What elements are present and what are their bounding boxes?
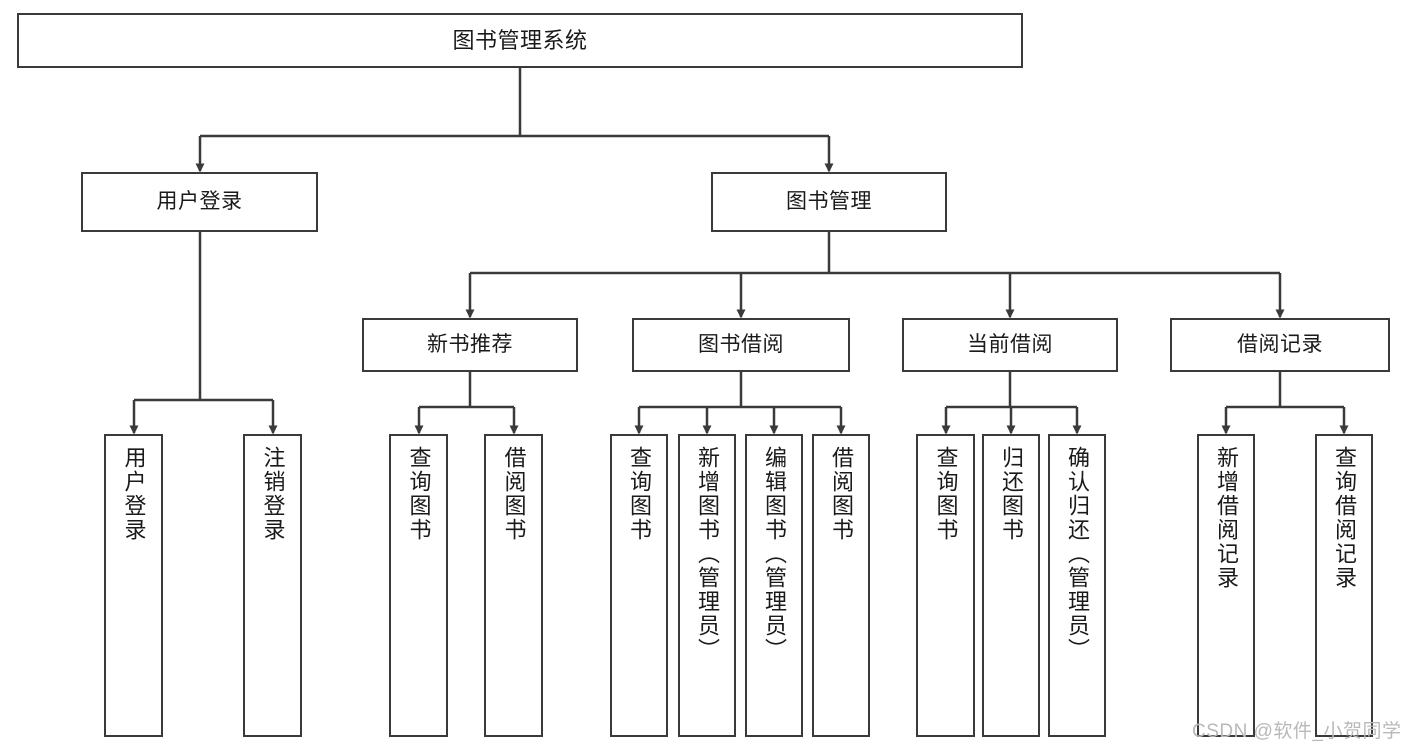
node-user-login[interactable]: 用户登录 [81, 172, 318, 232]
node-label-leaf-return-book: 归还图书 [998, 446, 1024, 542]
node-label-leaf-user-login: 用户登录 [121, 446, 147, 542]
node-label-leaf-query-book-3: 查询图书 [933, 446, 959, 542]
node-label-leaf-confirm-return: 确认归还（管理员） [1064, 446, 1090, 662]
node-leaf-query-book-1[interactable]: 查询图书 [389, 434, 448, 737]
node-label-book-borrow: 图书借阅 [698, 333, 784, 357]
node-label-user-login: 用户登录 [156, 190, 243, 214]
node-borrow-record[interactable]: 借阅记录 [1170, 318, 1390, 372]
node-label-book-manage: 图书管理 [786, 190, 872, 214]
node-label-current-borrow: 当前借阅 [967, 333, 1053, 357]
edge-layer [129, 68, 1349, 435]
node-leaf-borrow-book-1[interactable]: 借阅图书 [484, 434, 543, 737]
node-new-book-recommend[interactable]: 新书推荐 [362, 318, 578, 372]
node-leaf-return-book[interactable]: 归还图书 [982, 434, 1040, 737]
node-label-leaf-query-book-1: 查询图书 [406, 446, 432, 542]
node-label-borrow-record: 借阅记录 [1237, 333, 1323, 357]
node-label-leaf-query-book-2: 查询图书 [626, 446, 652, 542]
node-label-new-book-recommend: 新书推荐 [427, 333, 513, 357]
node-leaf-add-record[interactable]: 新增借阅记录 [1197, 434, 1255, 737]
node-current-borrow[interactable]: 当前借阅 [902, 318, 1118, 372]
node-leaf-query-book-3[interactable]: 查询图书 [916, 434, 975, 737]
node-leaf-query-record[interactable]: 查询借阅记录 [1315, 434, 1373, 737]
node-label-leaf-borrow-book-1: 借阅图书 [501, 446, 527, 542]
node-leaf-user-login[interactable]: 用户登录 [104, 434, 163, 737]
node-root[interactable]: 图书管理系统 [17, 13, 1023, 68]
node-leaf-edit-book[interactable]: 编辑图书（管理员） [745, 434, 803, 737]
node-book-manage[interactable]: 图书管理 [711, 172, 947, 232]
node-label-root: 图书管理系统 [452, 27, 588, 53]
node-leaf-borrow-book-2[interactable]: 借阅图书 [812, 434, 870, 737]
node-leaf-confirm-return[interactable]: 确认归还（管理员） [1048, 434, 1106, 737]
node-leaf-add-book[interactable]: 新增图书（管理员） [678, 434, 736, 737]
node-leaf-logout[interactable]: 注销登录 [243, 434, 302, 737]
node-label-leaf-logout: 注销登录 [260, 446, 286, 542]
node-leaf-query-book-2[interactable]: 查询图书 [610, 434, 668, 737]
node-label-leaf-borrow-book-2: 借阅图书 [828, 446, 854, 542]
node-label-leaf-add-record: 新增借阅记录 [1213, 446, 1239, 590]
node-label-leaf-query-record: 查询借阅记录 [1331, 446, 1357, 590]
node-label-leaf-edit-book: 编辑图书（管理员） [761, 446, 787, 662]
node-label-leaf-add-book: 新增图书（管理员） [694, 446, 720, 662]
node-book-borrow[interactable]: 图书借阅 [632, 318, 850, 372]
